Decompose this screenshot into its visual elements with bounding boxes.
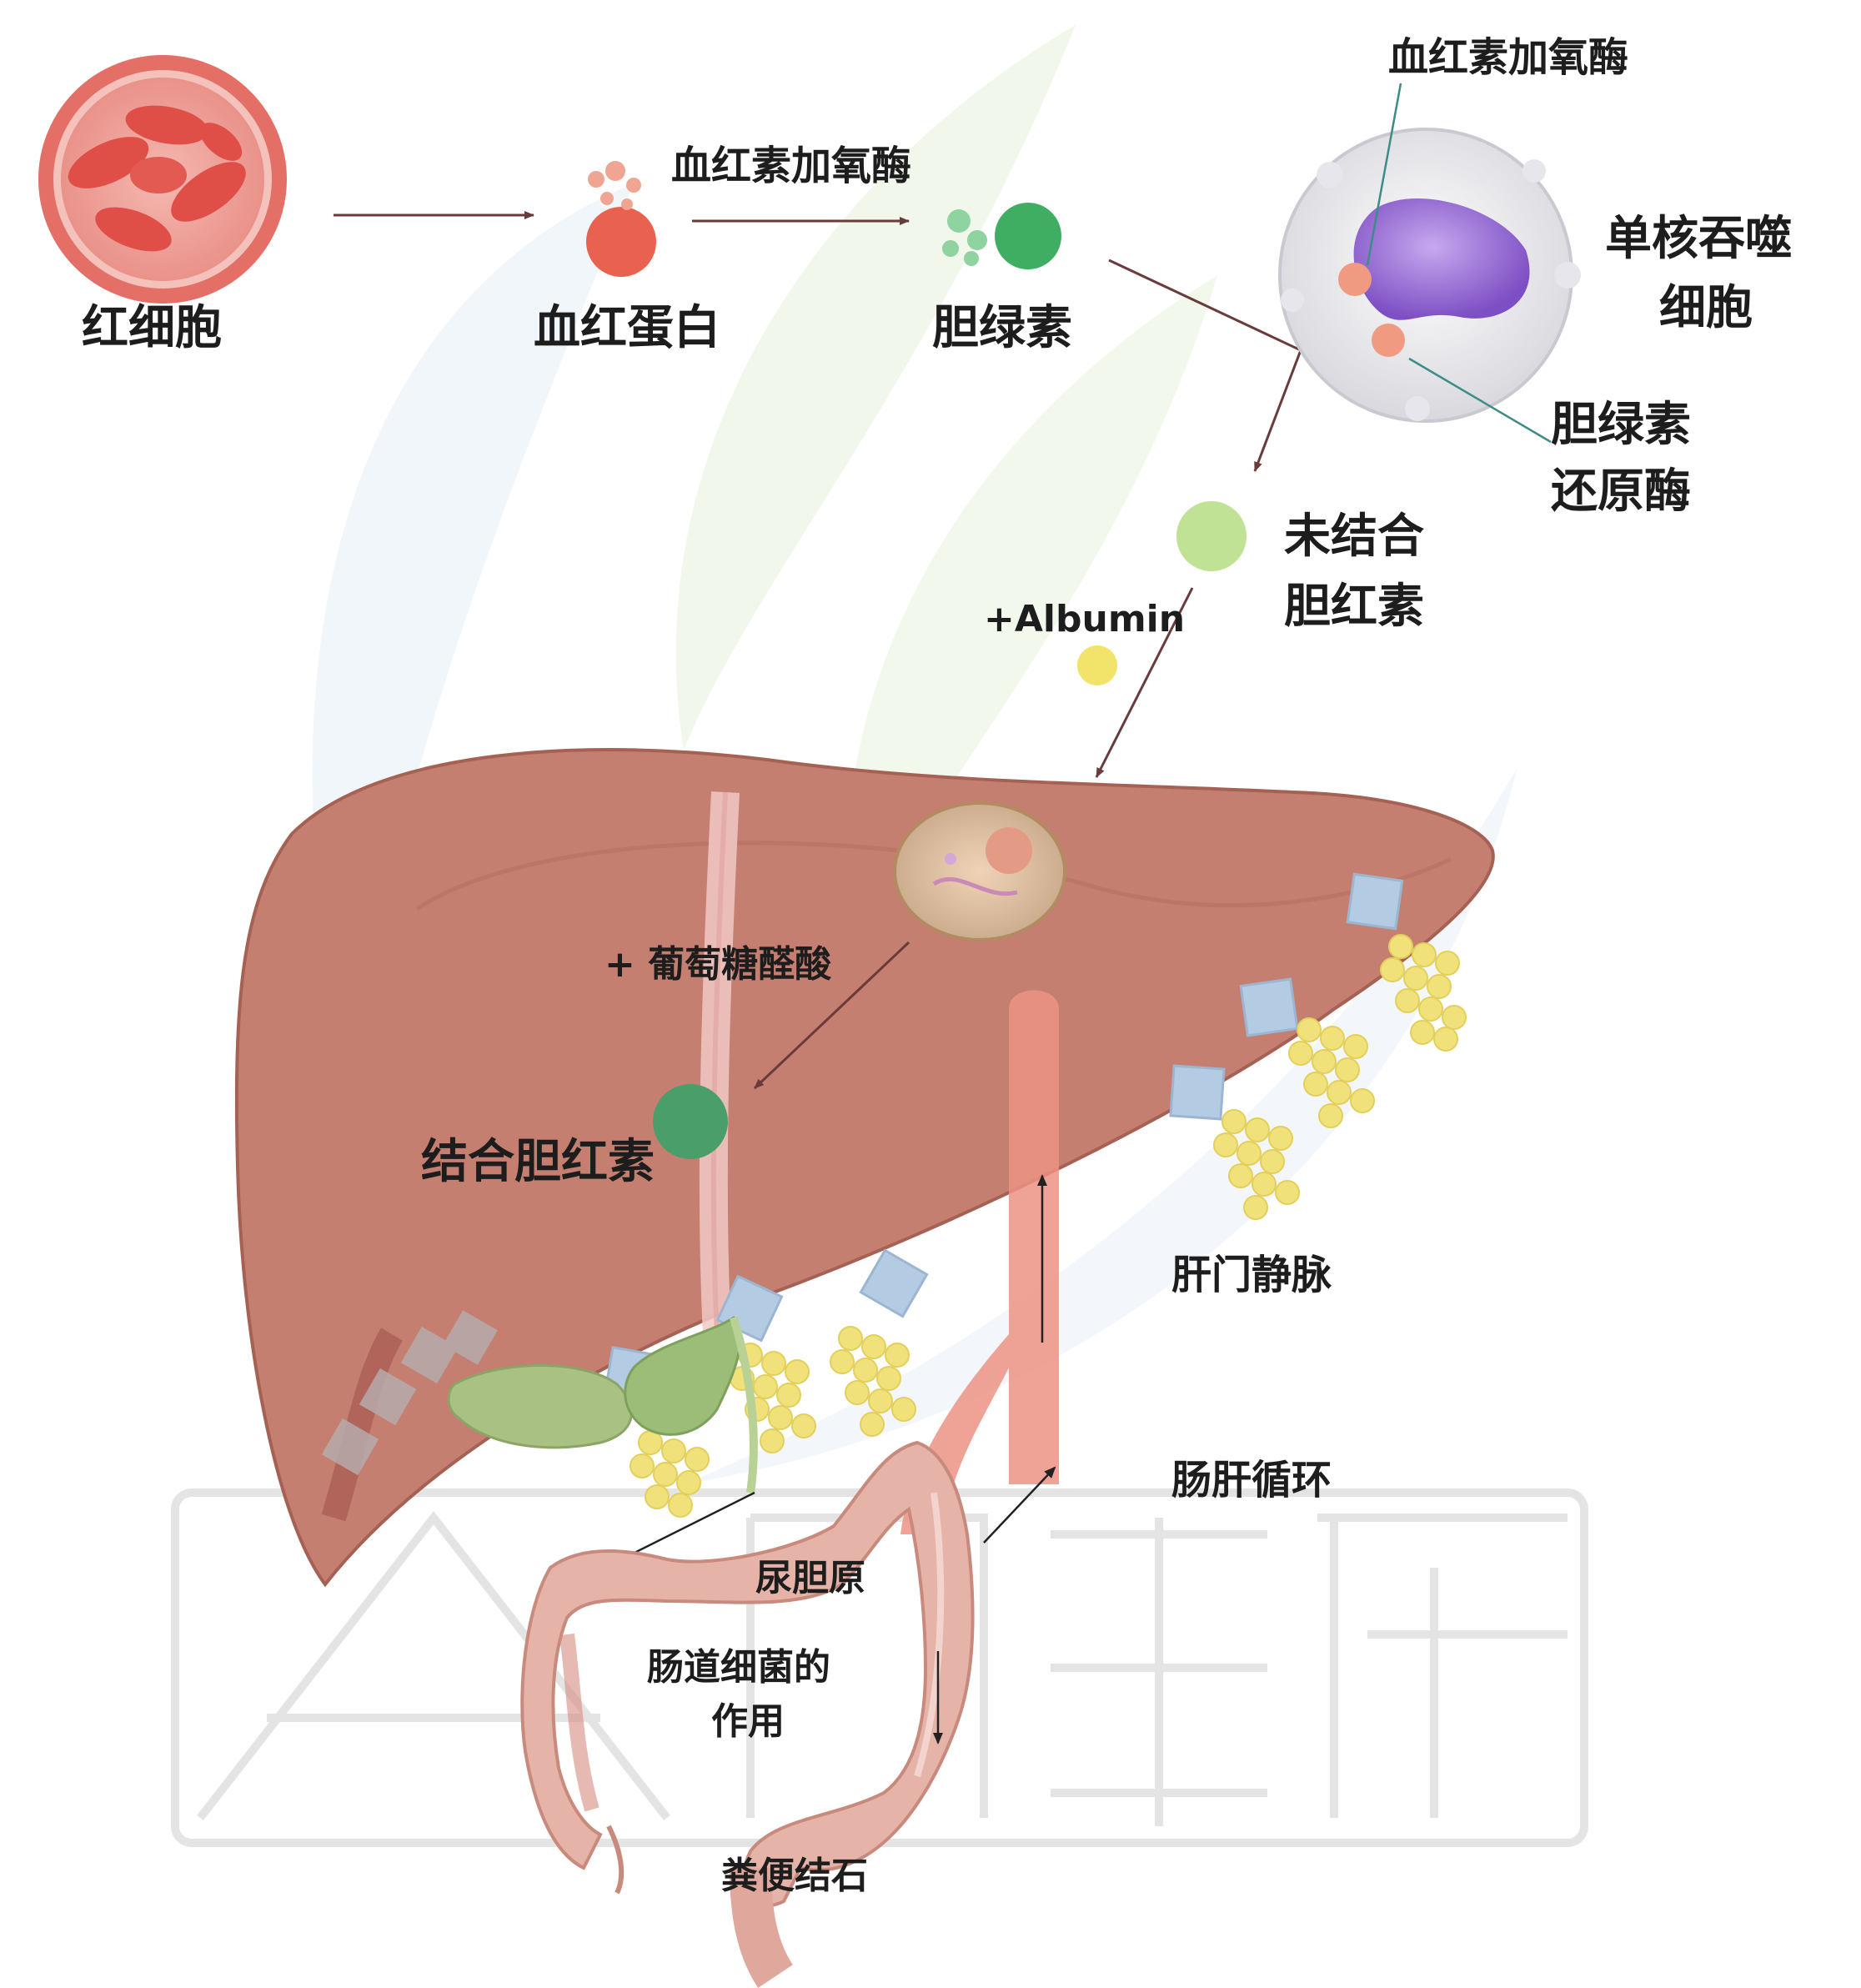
- label-gut-bacteria-line2: 作用: [711, 1700, 785, 1743]
- label-enterohepatic-circulation: 肠肝循环: [1171, 1457, 1332, 1504]
- label-conjugated-bilirubin: 结合胆红素: [421, 1135, 655, 1189]
- label-unconjugated-bilirubin-line2: 胆红素: [1284, 580, 1424, 634]
- biliverdin-illustration: [942, 203, 1061, 269]
- intestine-illustration: [520, 1440, 975, 1988]
- hemoglobin-illustration: [586, 161, 656, 277]
- portal-vein-illustration: [900, 990, 1059, 1534]
- crystal-group-grey: [321, 1310, 498, 1476]
- label-unconjugated-bilirubin-line1: 未结合: [1284, 510, 1424, 564]
- label-biliverdin-reductase-line2: 还原酶: [1551, 464, 1691, 519]
- arrow-enterohepatic: [983, 1466, 1056, 1544]
- label-albumin: +Albumin: [984, 598, 1186, 640]
- red-blood-cell-illustration: [38, 55, 287, 304]
- label-mononuclear-phagocyte-line1: 单核吞噬: [1605, 212, 1792, 266]
- label-hemoglobin: 血红蛋白: [534, 301, 720, 355]
- albumin-circle: [1077, 645, 1117, 685]
- unconjugated-bilirubin-circle: [1176, 501, 1247, 571]
- label-biliverdin: 胆绿素: [932, 301, 1072, 355]
- label-fecal-stone: 粪便结石: [721, 1855, 868, 1897]
- label-heme-oxygenase: 血红素加氧酶: [671, 143, 912, 189]
- arrow-to-liver: [1095, 587, 1194, 778]
- label-glucuronic-acid: + 葡萄糖醛酸: [604, 943, 832, 986]
- label-urobilinogen: 尿胆原: [755, 1557, 865, 1599]
- mononuclear-phagocyte-illustration: [1278, 83, 1581, 444]
- label-mononuclear-phagocyte-line2: 细胞: [1659, 281, 1753, 335]
- label-red-blood-cell: 红细胞: [82, 301, 222, 355]
- label-heme-oxygenase-cell: 血红素加氧酶: [1388, 34, 1629, 81]
- label-gut-bacteria-line1: 肠道细菌的: [647, 1646, 830, 1689]
- label-biliverdin-reductase-line1: 胆绿素: [1551, 398, 1691, 452]
- label-portal-vein: 肝门静脉: [1171, 1252, 1332, 1298]
- arrow-to-conjugated: [753, 941, 910, 1090]
- watermark-text: [171, 1488, 1588, 1847]
- hepatocyte-illustration: [893, 801, 1066, 941]
- conjugated-bilirubin-circle: [653, 1084, 728, 1159]
- fat-droplet-clusters: [630, 934, 1467, 1518]
- gallbladder-illustration: [447, 1316, 758, 1494]
